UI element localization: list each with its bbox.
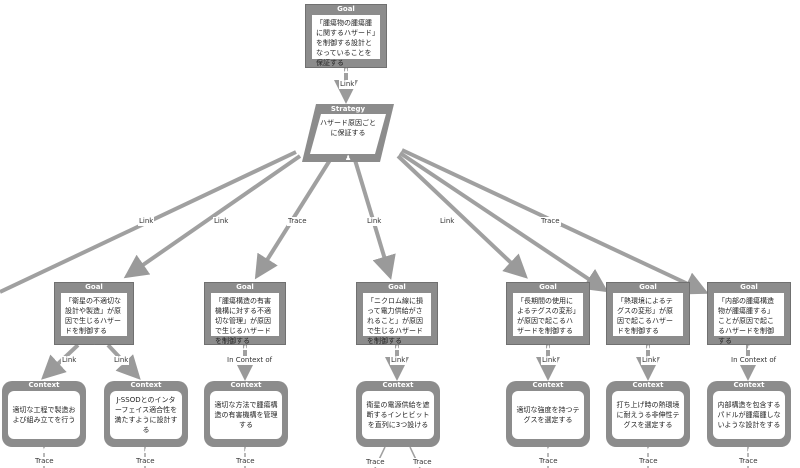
edge-label: In Context of xyxy=(730,356,778,365)
person-icon: ♟ xyxy=(343,67,350,75)
context-node-7[interactable]: Context 内部構造を包含するパドルが腫瘍腫しないような設計をする ♟ xyxy=(707,381,791,455)
context-header: Context xyxy=(733,381,765,389)
edge-label: Link xyxy=(138,217,155,226)
edge-label: Trace xyxy=(412,458,433,467)
person-icon: ♟ xyxy=(394,344,401,352)
context-header: Context xyxy=(632,381,664,389)
context-header: Context xyxy=(130,381,162,389)
strategy-text: ハザード原因ごとに保証する xyxy=(320,119,376,137)
edge-label: Trace xyxy=(287,217,308,226)
person-icon: ♟ xyxy=(746,447,753,455)
person-icon: ♟ xyxy=(645,447,652,455)
edge-label: Trace xyxy=(638,457,659,466)
edge-label: Link xyxy=(641,356,658,365)
edge-label: Link xyxy=(390,356,407,365)
context-node-2[interactable]: Context J-SSODとのインターフェイス適合性を満たすように設計する ♟ xyxy=(104,381,188,455)
person-icon: ♟ xyxy=(746,344,753,352)
goal-text: 「ニクロム線に損って電力供給がされること」が原因で生じるハザードを制御する xyxy=(367,297,423,345)
goal-header: Goal xyxy=(740,283,758,291)
goal-text: 「腫瘍物の腫瘍腫に関するハザード」を制御する設計となっていることを保証する xyxy=(316,19,376,67)
goal-header: Goal xyxy=(85,283,103,291)
edge-label: Link xyxy=(113,356,130,365)
goal-text: 「熱環境によるテグスの変形」が原因で起こるハザードを制御する xyxy=(617,297,673,335)
goal-node-2[interactable]: Goal 「腫瘍構造の有害機構に対する不適切な管理」が原因で生じるハザードを制御… xyxy=(204,282,286,352)
edge-label: Trace xyxy=(365,458,386,467)
goal-text: 「衛星の不適切な設計や製造」が原因で生じるハザードを制御する xyxy=(65,297,121,335)
edge-label: Trace xyxy=(538,457,559,466)
context-text: 適切な強度を持つテグスを選定する xyxy=(516,406,580,424)
goal-text: 「腫瘍構造の有害機構に対する不適切な管理」が原因で生じるハザードを制御する xyxy=(215,297,271,345)
person-icon: ♟ xyxy=(41,447,48,455)
person-icon: ♟ xyxy=(645,344,652,352)
person-icon: ♟ xyxy=(345,154,352,162)
edge-label: Trace xyxy=(235,457,256,466)
person-icon: ♟ xyxy=(395,447,402,455)
context-node-3[interactable]: Context 適切な方法で腫瘍構造の有害機構を管理する ♟ xyxy=(204,381,288,455)
goal-node-5[interactable]: Goal 「熱環境によるテグスの変形」が原因で起こるハザードを制御する ♟ xyxy=(606,282,690,352)
context-header: Context xyxy=(382,381,414,389)
goal-header: Goal xyxy=(539,283,557,291)
goal-header: Goal xyxy=(236,283,254,291)
context-node-5[interactable]: Context 適切な強度を持つテグスを選定する ♟ xyxy=(506,381,590,455)
goal-node-6[interactable]: Goal 「内部の腫瘍構造物が腫瘍腫する」ことが原因で起こるハザードを制御する … xyxy=(707,282,791,352)
goal-node-3[interactable]: Goal 「ニクロム線に損って電力供給がされること」が原因で生じるハザードを制御… xyxy=(356,282,438,352)
edge-label: In Context of xyxy=(226,356,274,365)
context-text: 適切な工程で製造および組み立てを行う xyxy=(12,406,76,424)
person-icon: ♟ xyxy=(91,344,98,352)
goal-node-1[interactable]: Goal 「衛星の不適切な設計や製造」が原因で生じるハザードを制御する ♟ xyxy=(54,282,134,352)
context-node-1[interactable]: Context 適切な工程で製造および組み立てを行う ♟ xyxy=(2,381,86,455)
person-icon: ♟ xyxy=(545,447,552,455)
goal-node-4[interactable]: Goal 「長期間の使用によるテグスの変形」が原因で起こるハザードを制御する ♟ xyxy=(506,282,590,352)
context-text: 適切な方法で腫瘍構造の有害機構を管理する xyxy=(214,401,278,429)
context-text: 衛星の電源供給を遮断するインヒビットを直列に3つ設ける xyxy=(366,401,430,429)
edge-label: Trace xyxy=(135,457,156,466)
person-icon: ♟ xyxy=(242,344,249,352)
person-icon: ♟ xyxy=(243,447,250,455)
top-goal-node[interactable]: Goal 「腫瘍物の腫瘍腫に関するハザード」を制御する設計となっていることを保証… xyxy=(305,4,387,75)
edge-strategy-goal1 xyxy=(123,154,302,279)
edge-label: Trace xyxy=(540,217,561,226)
context-text: J-SSODとのインターフェイス適合性を満たすように設計する xyxy=(114,396,178,434)
context-text: 打ち上げ時の熱環境に耐えうる非伸性テグスを選定する xyxy=(616,401,680,429)
edge-label: Trace xyxy=(738,457,759,466)
goal-header: Goal xyxy=(337,5,355,13)
edge-label: Link xyxy=(339,80,356,89)
context-header: Context xyxy=(28,381,60,389)
context-header: Context xyxy=(230,381,262,389)
context-header: Context xyxy=(532,381,564,389)
person-icon: ♟ xyxy=(545,344,552,352)
edge-label: Link xyxy=(541,356,558,365)
context-node-4[interactable]: Context 衛星の電源供給を遮断するインヒビットを直列に3つ設ける ♟ xyxy=(356,381,440,455)
context-text: 内部構造を包含するパドルが腫瘍腫しないような設計をする xyxy=(717,401,781,429)
edge-label: Link xyxy=(213,217,230,226)
edge-label: Link xyxy=(439,217,456,226)
edge-label: Link xyxy=(61,356,78,365)
goal-text: 「内部の腫瘍構造物が腫瘍腫する」ことが原因で起こるハザードを制御する xyxy=(718,297,774,345)
edge-label: Trace xyxy=(34,457,55,466)
person-icon: ♟ xyxy=(143,447,150,455)
strategy-header: Strategy xyxy=(330,105,366,113)
goal-header: Goal xyxy=(639,283,657,291)
edge-label: Link xyxy=(366,217,383,226)
edge-strategy-goal4 xyxy=(396,154,528,279)
edge-strategy-goal5 xyxy=(398,151,609,293)
strategy-node[interactable]: Strategy ハザード原因ごとに保証する ♟ xyxy=(302,104,394,162)
context-node-6[interactable]: Context 打ち上げ時の熱環境に耐えうる非伸性テグスを選定する ♟ xyxy=(606,381,690,455)
goal-header: Goal xyxy=(388,283,406,291)
goal-text: 「長期間の使用によるテグスの変形」が原因で起こるハザードを制御する xyxy=(517,297,577,335)
